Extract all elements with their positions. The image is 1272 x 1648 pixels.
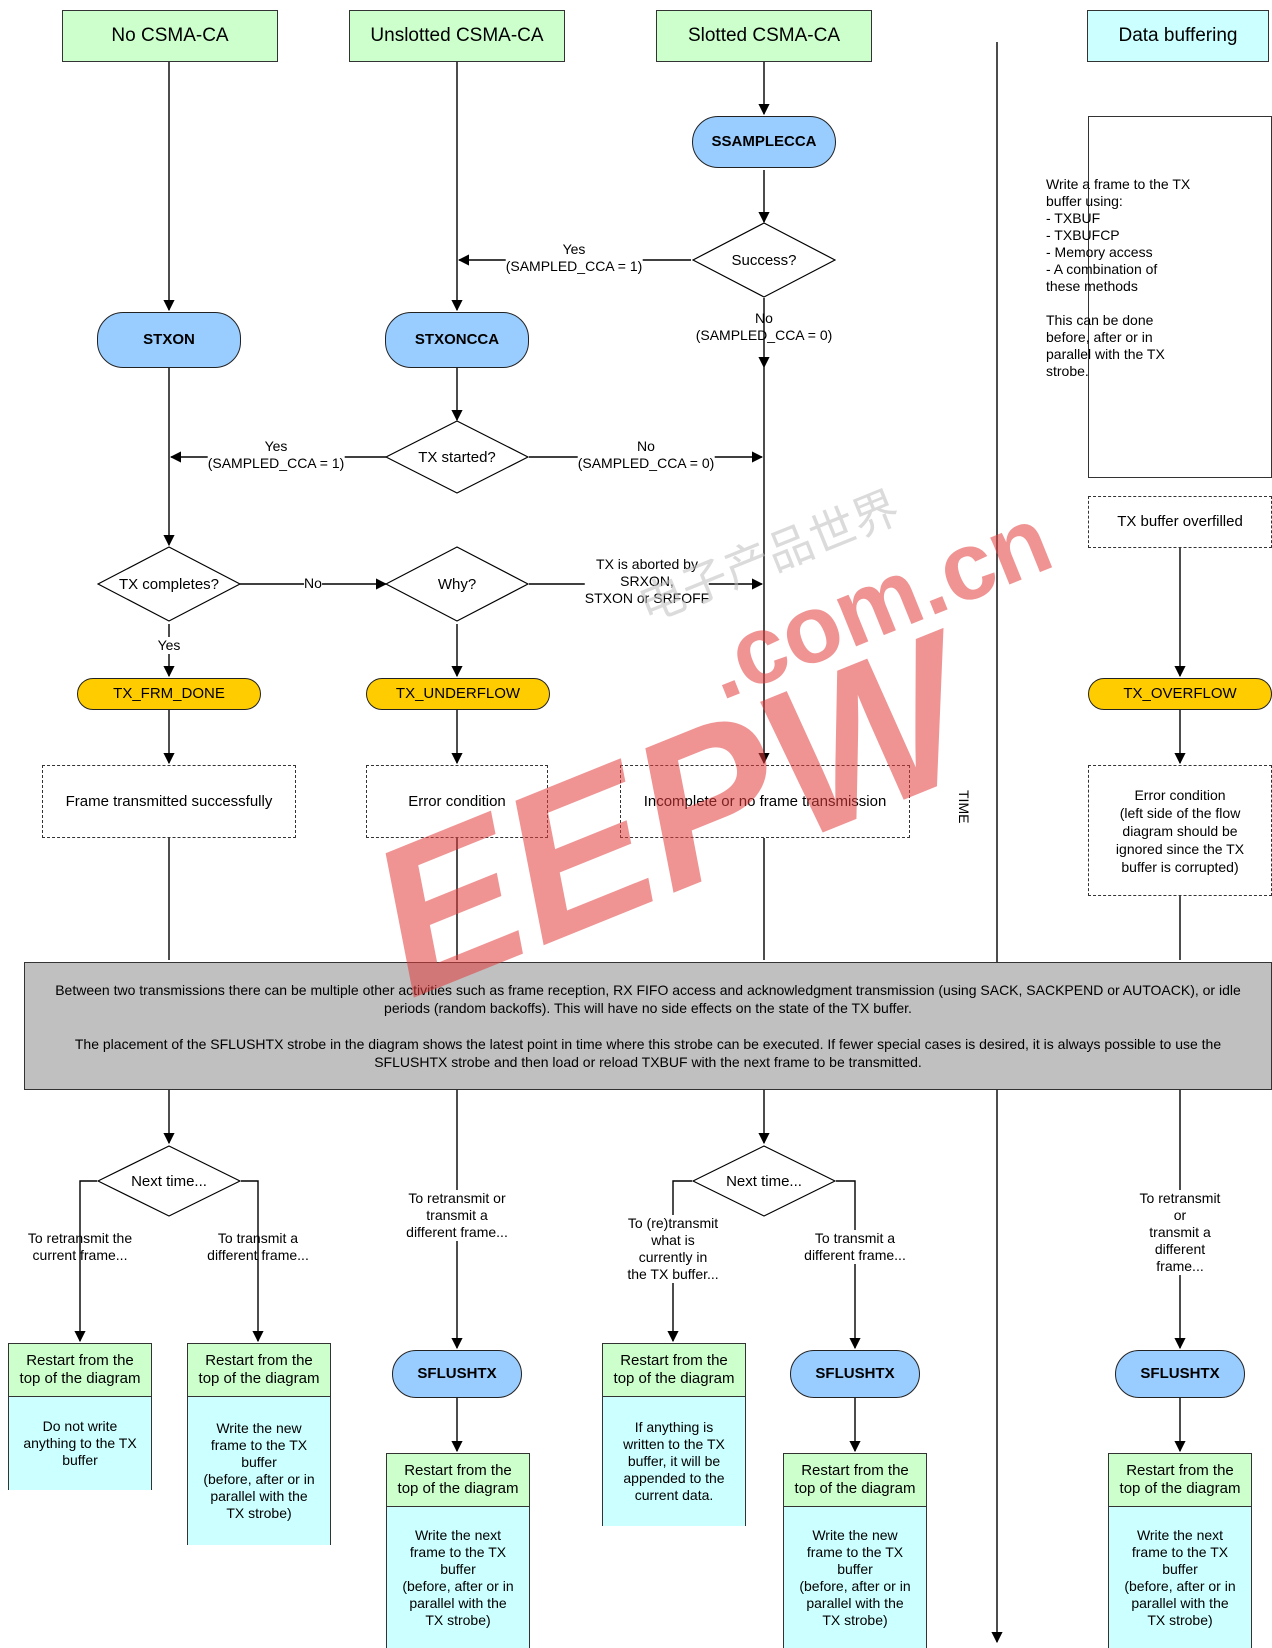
decision-tx-started-label: TX started? [418,448,496,466]
edge-label-no-sampled-0: No (SAMPLED_CCA = 0) [577,438,715,472]
restart-box-do-not-write: Restart from the top of the diagram Do n… [8,1343,152,1490]
header-no-csma: No CSMA-CA [62,10,278,62]
restart-box-write-new: Restart from the top of the diagram Writ… [187,1343,331,1545]
decision-tx-completes: TX completes? [97,546,241,622]
edge-label-retransmit-or-different: To retransmit or transmit a different fr… [406,1190,508,1241]
restart-instruction: If anything is written to the TX buffer,… [603,1397,745,1526]
restart-box-appended: Restart from the top of the diagram If a… [602,1343,746,1526]
result-error-condition: Error condition [366,765,548,838]
decision-next-time-no-csma: Next time... [97,1145,241,1217]
restart-instruction: Write the next frame to the TX buffer (b… [387,1507,529,1648]
strobe-stxoncca: STXONCCA [385,312,529,368]
restart-box-write-next-unslotted: Restart from the top of the diagram Writ… [386,1453,530,1648]
strobe-sflushtx-slotted: SFLUSHTX [790,1350,920,1398]
result-incomplete-transmission: Incomplete or no frame transmission [620,765,910,838]
event-tx-overflow: TX_OVERFLOW [1088,678,1272,710]
edge-label-retransmit-buffer: To (re)transmit what is currently in the… [627,1215,719,1283]
restart-instruction: Write the new frame to the TX buffer (be… [188,1397,330,1545]
decision-tx-completes-label: TX completes? [118,575,220,593]
info-paragraph-2: The placement of the SFLUSHTX strobe in … [74,1036,1222,1070]
edge-label-no-sampled-0: No (SAMPLED_CCA = 0) [695,310,833,343]
strobe-sflushtx-buffer: SFLUSHTX [1115,1350,1245,1398]
edge-label-tx-aborted: TX is aborted by SRXON, STXON or SRFOFF [584,556,710,607]
strobe-ssamplecca: SSAMPLECCA [692,116,836,168]
restart-title: Restart from the top of the diagram [9,1344,151,1397]
info-paragraph-1: Between two transmissions there can be m… [55,982,1241,1016]
restart-title: Restart from the top of the diagram [387,1454,529,1507]
restart-title: Restart from the top of the diagram [603,1344,745,1397]
info-panel: Between two transmissions there can be m… [24,962,1272,1090]
result-frame-transmitted: Frame transmitted successfully [42,765,296,838]
strobe-sflushtx-unslotted: SFLUSHTX [392,1350,522,1398]
strobe-stxon: STXON [97,312,241,368]
tx-buffer-overfilled: TX buffer overfilled [1088,496,1272,548]
decision-next-time-label: Next time... [131,1172,207,1190]
event-tx-underflow: TX_UNDERFLOW [366,678,550,710]
edge-label-transmit-different: To transmit a different frame... [207,1230,309,1263]
edge-label-yes-sampled-1: Yes (SAMPLED_CCA = 1) [505,241,643,275]
edge-label-yes: Yes [157,637,181,654]
header-data-buffering: Data buffering [1087,10,1269,62]
restart-title: Restart from the top of the diagram [784,1454,926,1507]
buffer-write-note [1088,116,1272,478]
decision-tx-started: TX started? [385,420,529,494]
header-slotted-csma: Slotted CSMA-CA [656,10,872,62]
restart-instruction: Write the next frame to the TX buffer (b… [1109,1507,1251,1648]
decision-why-label: Why? [437,575,477,593]
result-overflow-error: Error condition (left side of the flow d… [1088,765,1272,896]
header-unslotted-csma: Unslotted CSMA-CA [349,10,565,62]
decision-success: Success? [692,222,836,298]
event-tx-frm-done: TX_FRM_DONE [77,678,261,710]
decision-why: Why? [385,546,529,622]
restart-instruction: Write the new frame to the TX buffer (be… [784,1507,926,1648]
buffer-write-note-text: Write a frame to the TX buffer using: - … [1046,176,1191,379]
restart-box-write-next-buffer: Restart from the top of the diagram Writ… [1108,1453,1252,1648]
edge-label-retransmit-or-different: To retransmit or transmit a different fr… [1134,1190,1226,1275]
decision-success-label: Success? [731,251,797,269]
restart-instruction: Do not write anything to the TX buffer [9,1397,151,1490]
edge-label-yes-sampled-1: Yes (SAMPLED_CCA = 1) [207,438,345,472]
decision-next-time-label: Next time... [726,1172,802,1190]
edge-label-transmit-different: To transmit a different frame... [804,1230,906,1264]
restart-title: Restart from the top of the diagram [1109,1454,1251,1507]
edge-label-no: No [304,575,322,592]
decision-next-time-slotted: Next time... [692,1145,836,1217]
restart-box-write-new-slotted: Restart from the top of the diagram Writ… [783,1453,927,1648]
edge-label-retransmit-current: To retransmit the current frame... [27,1230,133,1263]
time-axis-label: TIME [956,790,972,824]
restart-title: Restart from the top of the diagram [188,1344,330,1397]
